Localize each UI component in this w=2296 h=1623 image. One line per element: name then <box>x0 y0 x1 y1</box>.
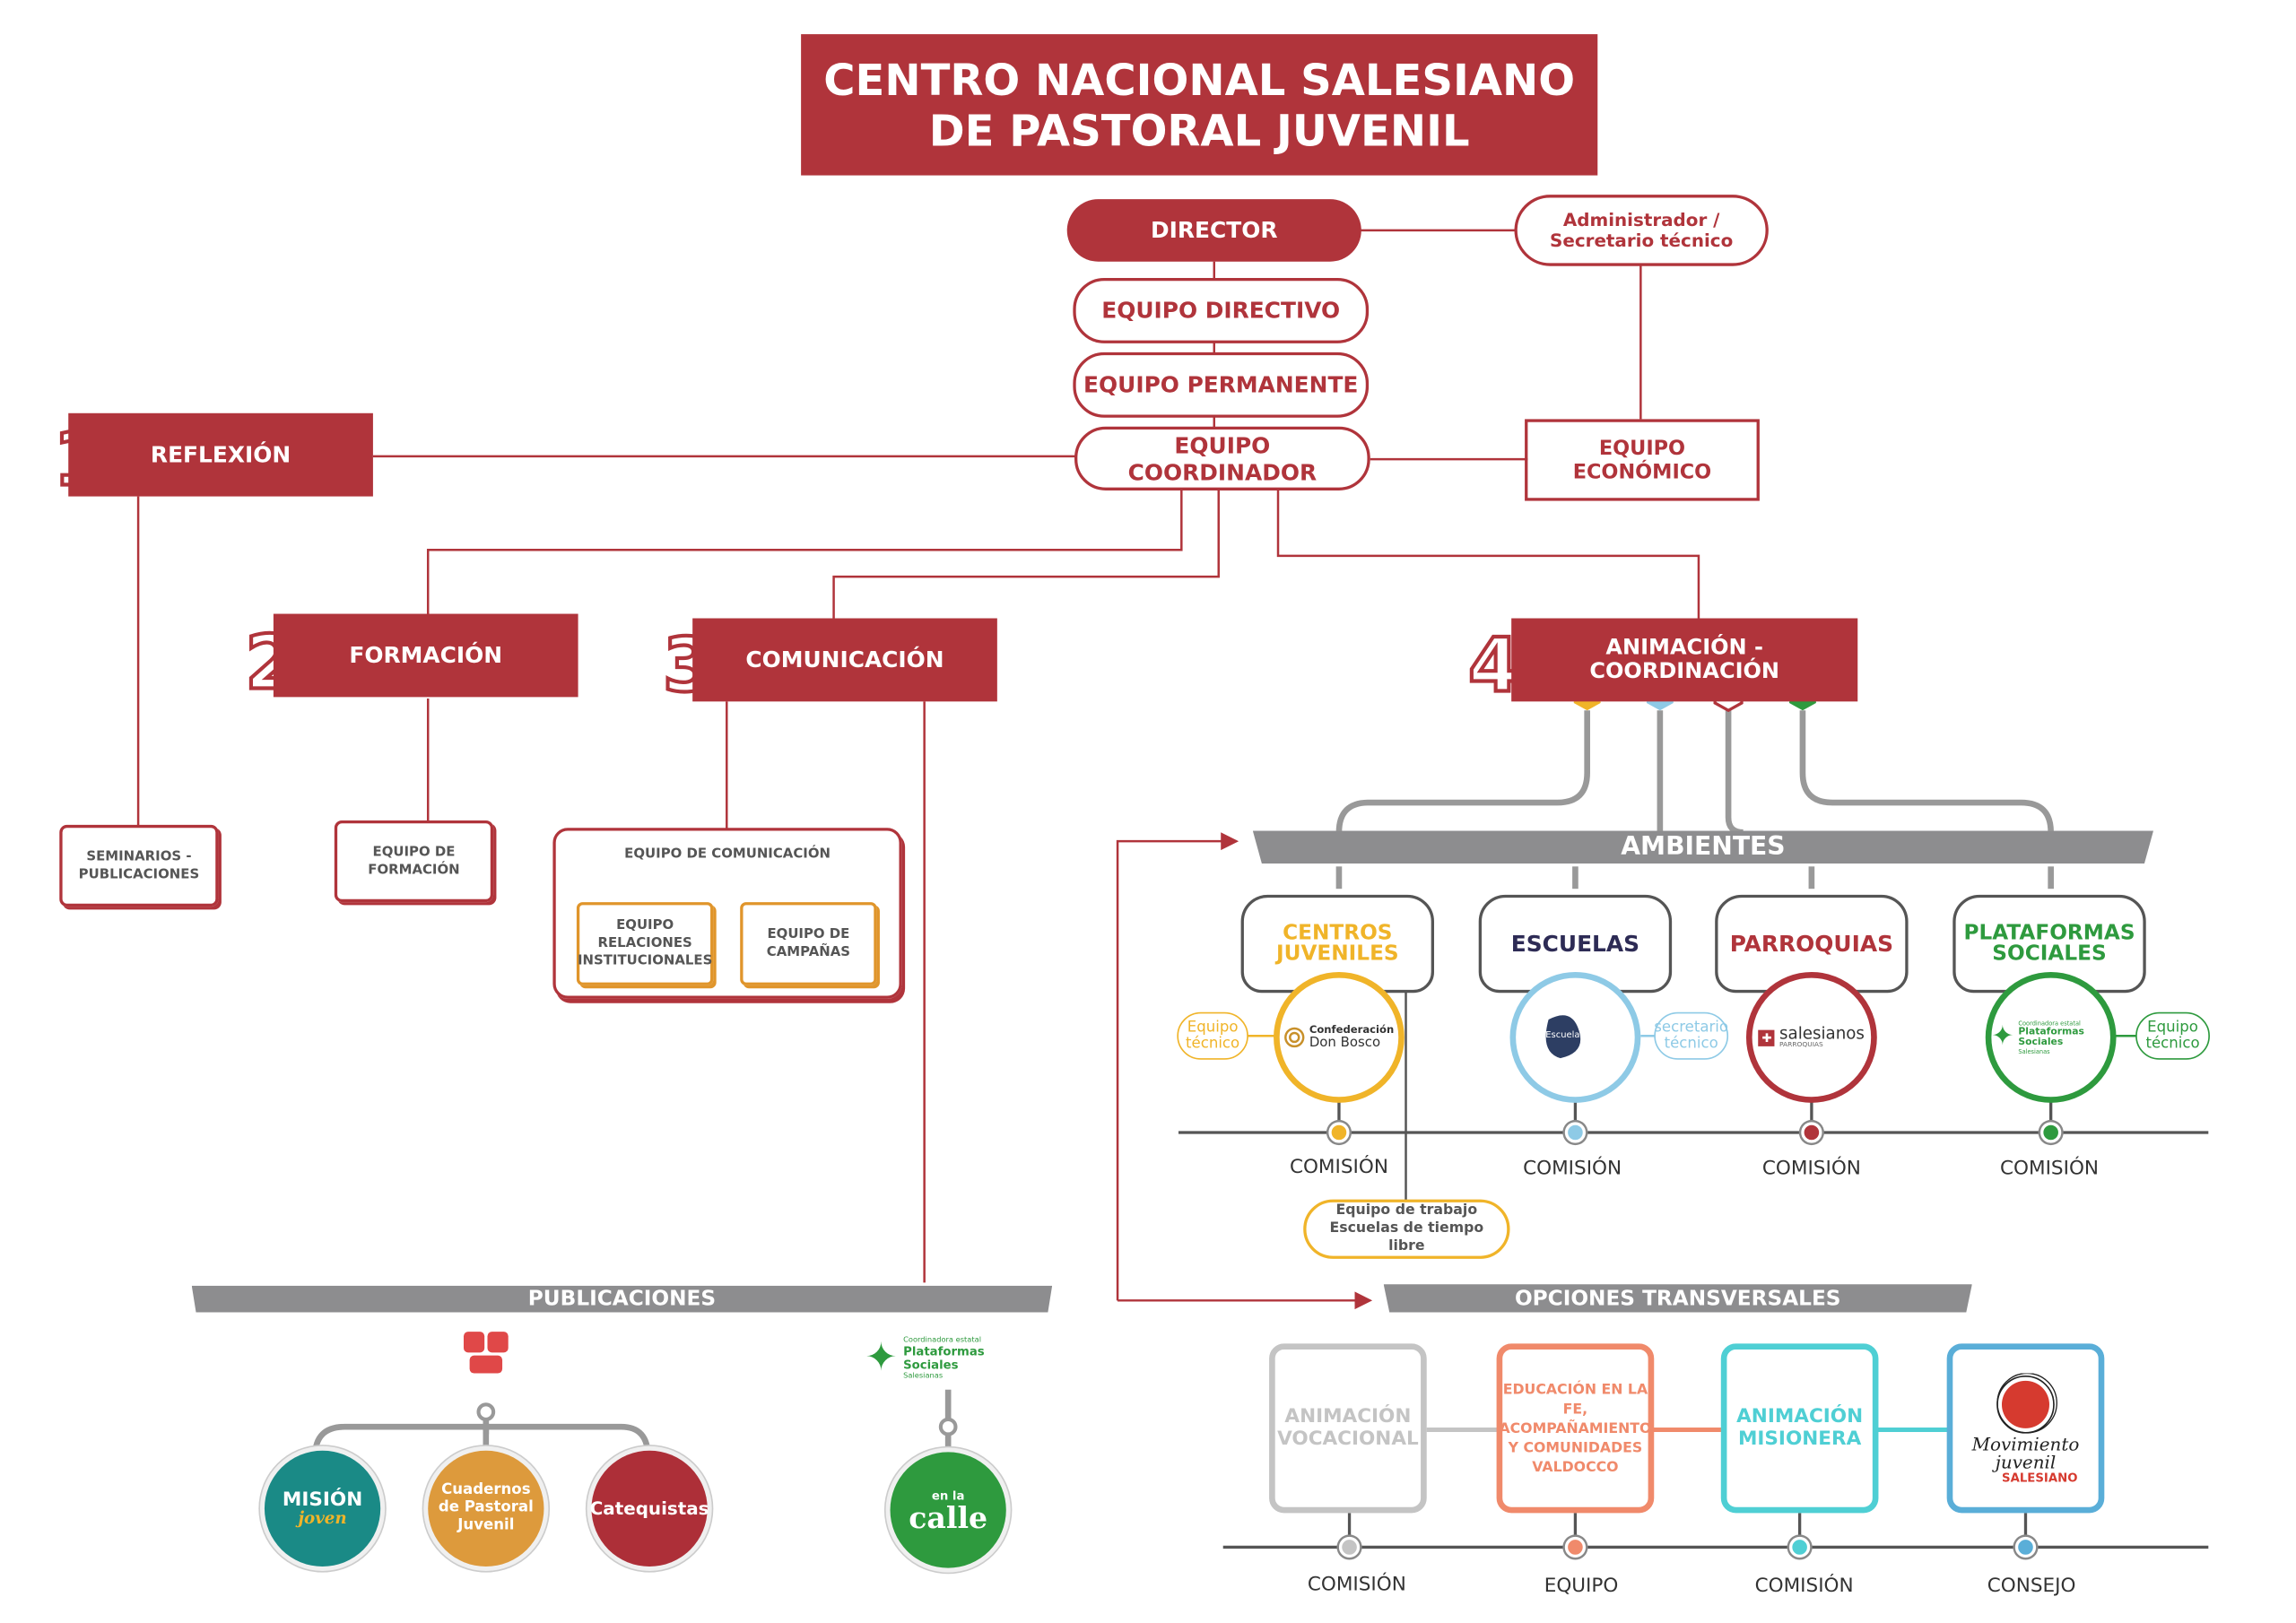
vocacional-comision: COMISIÓN <box>1307 1574 1406 1597</box>
equipo-coordinador-box: EQUIPO COORDINADOR <box>1074 426 1370 490</box>
equipo-comunicacion-title: EQUIPO DE COMUNICACIÓN <box>624 846 831 863</box>
equipo-economico-box: EQUIPO ECONÓMICO <box>1525 419 1760 501</box>
equipo-relaciones-box: EQUIPO RELACIONES INSTITUCIONALES <box>576 902 714 985</box>
joven-text: joven <box>298 1508 347 1528</box>
equipo-campanas-box: EQUIPO DE CAMPAÑAS <box>740 902 877 985</box>
mjs-circle-icon <box>1996 1372 2057 1433</box>
plataformas-logo-line-2: Plataformas Sociales <box>2018 1025 2084 1048</box>
logo-line-1: Confederación <box>1309 1024 1395 1037</box>
escuelas-dot <box>1564 1122 1587 1143</box>
catequistas-circle: Catequistas <box>590 1450 709 1567</box>
salesianos-logo-line-2: PARROQUIAS <box>1779 1041 1823 1049</box>
educacion-dot <box>1564 1536 1587 1558</box>
spiral-icon <box>1284 1027 1305 1048</box>
mision-text: MISIÓN <box>282 1488 363 1512</box>
ambientes-bar: AMBIENTES <box>1252 830 2153 864</box>
mjs-line-1: Movimiento juvenil <box>1971 1433 2080 1472</box>
animacion-vocacional-box: ANIMACIÓN VOCACIONAL <box>1269 1343 1427 1514</box>
plataformas-logo: ✦ Coordinadora estatal Plataformas Socia… <box>1985 972 2117 1103</box>
psp-logo-small: ✦ Coordinadora estatal Plataformas Socia… <box>865 1327 1028 1390</box>
misionera-dot <box>1789 1536 1811 1558</box>
formacion-box: FORMACIÓN <box>273 613 578 698</box>
plataformas-logo-line-1: Coordinadora estatal <box>2018 1020 2081 1028</box>
main-title: CENTRO NACIONAL SALESIANO DE PASTORAL JU… <box>801 34 1598 176</box>
mjs-consejo: CONSEJO <box>1987 1575 2076 1598</box>
reflexion-box: REFLEXIÓN <box>68 412 373 497</box>
administrador-box: Administrador / Secretario técnico <box>1514 195 1769 266</box>
confederacion-logo: Confederación Don Bosco <box>1274 972 1405 1103</box>
escuelas-shape-icon <box>1545 1015 1581 1059</box>
movimiento-juvenil-box: Movimiento juvenil SALESIANO <box>1946 1343 2105 1514</box>
educacion-fe-box: EDUCACIÓN EN LA FE, ACOMPAÑAMIENTO Y COM… <box>1496 1343 1655 1514</box>
salesianos-mark-icon: ✚ <box>1758 1028 1776 1046</box>
opciones-bar: OPCIONES TRANSVERSALES <box>1383 1284 1972 1313</box>
animacion-box: ANIMACIÓN - COORDINACIÓN <box>1511 618 1858 702</box>
psp-small-line-3: Salesianas <box>903 1371 944 1381</box>
ps-dot <box>2040 1122 2062 1143</box>
ps-equipo-tecnico: Equipo técnico <box>2135 1011 2210 1060</box>
escuelas-secretario-tecnico: secretario técnico <box>1654 1011 1729 1060</box>
educacion-equipo: EQUIPO <box>1544 1575 1619 1598</box>
cpj-logo <box>463 1332 511 1382</box>
en-la-text: en la <box>931 1488 965 1502</box>
mjs-line-2: SALESIANO <box>2002 1471 2078 1485</box>
mision-joven-circle: MISIÓN joven <box>264 1450 381 1567</box>
plataformas-logo-line-3: Salesianas <box>2018 1047 2050 1055</box>
ps-comision: COMISIÓN <box>1999 1158 2100 1181</box>
escuelas-comision: COMISIÓN <box>1523 1158 1622 1181</box>
cj-equipo-tecnico: Equipo técnico <box>1177 1011 1248 1060</box>
escuelas-logo: Escuelas Salesianas <box>1509 972 1641 1103</box>
star-person-icon: ✦ <box>1991 1020 2014 1053</box>
star-person-icon-2: ✦ <box>865 1336 898 1381</box>
misionera-comision: COMISIÓN <box>1754 1575 1854 1598</box>
escuelas-tiempo-libre-box: Equipo de trabajo Escuelas de tiempo lib… <box>1303 1199 1510 1259</box>
publicaciones-bar: PUBLICACIONES <box>191 1285 1053 1313</box>
cj-dot <box>1328 1122 1350 1143</box>
escuelas-logo-text: Escuelas Salesianas <box>1545 1029 1635 1041</box>
salesianos-logo-line-1: salesianos <box>1779 1023 1865 1043</box>
psp-small-line-2: Plataformas Sociales <box>903 1345 985 1372</box>
equipo-comunicacion-container: EQUIPO DE COMUNICACIÓN EQUIPO RELACIONES… <box>552 828 902 999</box>
equipo-formacion-box: EQUIPO DE FORMACIÓN <box>334 820 494 903</box>
equipo-permanente-box: EQUIPO PERMANENTE <box>1073 352 1370 418</box>
cuadernos-circle: Cuadernos de Pastoral Juvenil <box>428 1450 544 1567</box>
calle-text: calle <box>909 1498 988 1535</box>
en-la-calle-circle: en la calle <box>890 1452 1006 1568</box>
title-line-1: CENTRO NACIONAL SALESIANO <box>823 54 1576 105</box>
seminarios-box: SEMINARIOS - PUBLICACIONES <box>59 824 219 907</box>
logo-line-2: Don Bosco <box>1309 1036 1381 1051</box>
title-line-2: DE PASTORAL JUVENIL <box>928 104 1470 156</box>
director-box: DIRECTOR <box>1066 199 1361 262</box>
salesianos-logo: ✚ salesianos PARROQUIAS <box>1745 972 1877 1103</box>
equipo-directivo-box: EQUIPO DIRECTIVO <box>1073 277 1370 343</box>
comunicacion-box: COMUNICACIÓN <box>692 618 997 702</box>
psp-small-line-1: Coordinadora estatal <box>903 1336 982 1346</box>
vocacional-dot <box>1338 1536 1361 1558</box>
parroquias-comision: COMISIÓN <box>1761 1158 1861 1181</box>
cj-comision: COMISIÓN <box>1289 1156 1388 1179</box>
centros-juveniles-label: CENTROS JUVENILES <box>1240 894 1435 994</box>
mjs-dot <box>2014 1536 2037 1558</box>
animacion-misionera-box: ANIMACIÓN MISIONERA <box>1720 1343 1879 1514</box>
parroquias-dot <box>1801 1122 1822 1143</box>
